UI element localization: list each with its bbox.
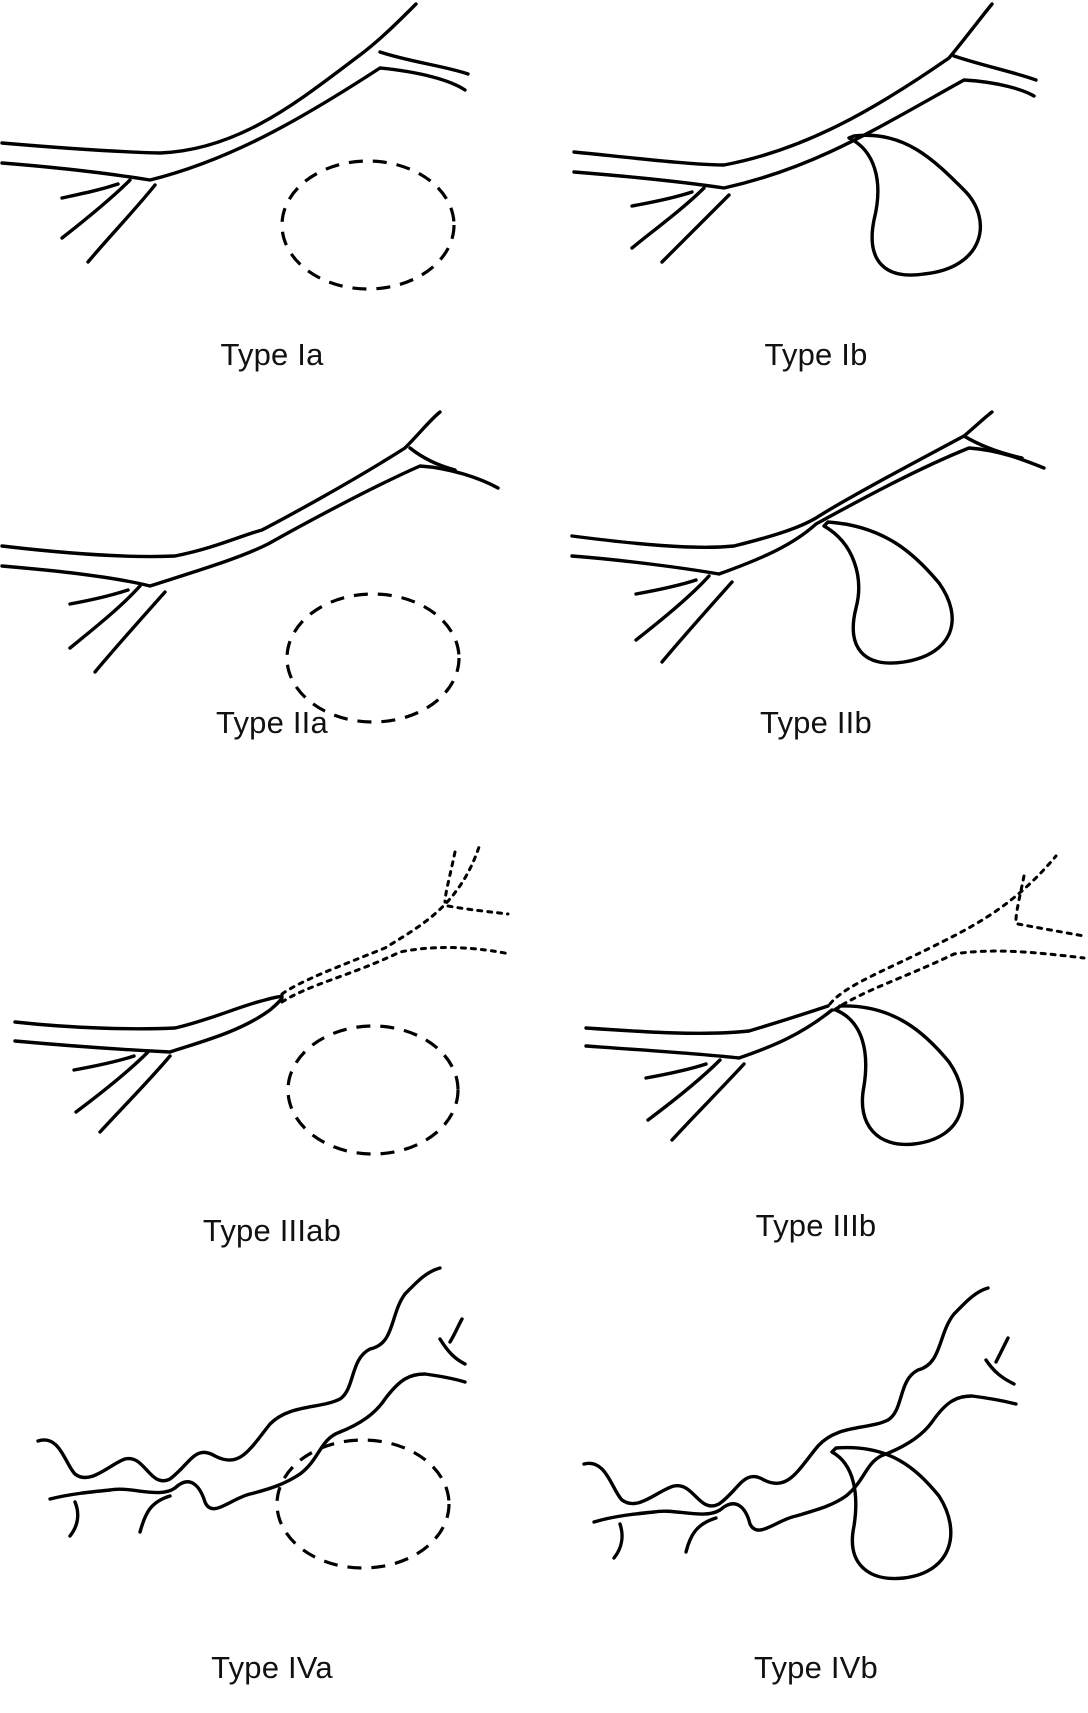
vessel-occluded [584,1004,834,1142]
panel-type-ib: Type Ib [544,0,1088,428]
panel-label: Type IVa [211,1650,333,1685]
panel-type-ia: Type Ia [0,0,544,428]
cyst-outline-solid [834,1004,964,1147]
cyst-outline-solid [847,133,982,277]
panel-type-iva: Type IVa [0,1264,544,1692]
panel-label: Type IIa [216,705,328,740]
vessel-occluded-segment [828,854,1086,1012]
vessel-narrowed [570,410,1046,664]
panel-type-iva-drawing [36,1266,467,1570]
cyst-outline-dashed [280,159,456,291]
panel-type-ia-drawing [0,2,470,291]
panel-type-ib-drawing [572,2,1038,277]
vessel-tortuous [36,1266,467,1538]
cyst-outline-solid [830,1445,953,1581]
vessel-narrowed [0,410,500,674]
cyst-outline-dashed [275,1438,451,1570]
panel-type-iiib: Type IIIb [544,836,1088,1264]
vessel-tortuous [582,1286,1018,1560]
panel-label: Type IIb [760,705,872,740]
cyst-outline-solid [822,520,954,665]
panel-label: Type IVb [754,1650,878,1685]
panel-type-iib: Type IIb [544,408,1088,836]
vessel-occluded [13,994,284,1134]
panel-label: Type Ib [764,337,868,372]
panel-label: Type Ia [220,337,324,372]
cyst-outline-dashed [286,1024,460,1156]
cyst-outline-dashed [285,592,461,724]
panel-type-iia: Type IIa [0,408,544,836]
panel-type-iiiab-drawing [13,842,512,1156]
panel-type-ivb-drawing [582,1286,1018,1581]
vessel-straight [0,2,470,264]
panel-label: Type IIIab [202,1213,342,1248]
panel-type-ivb: Type IVb [544,1264,1088,1692]
panel-type-iib-drawing [570,410,1046,665]
panel-type-iiib-drawing [584,854,1086,1147]
vessel-straight [572,2,1038,264]
vessel-occluded-segment [280,842,512,1004]
panel-type-iiiab: Type IIIab [0,836,544,1264]
panel-type-iia-drawing [0,410,500,724]
panel-label: Type IIIb [755,1208,877,1243]
